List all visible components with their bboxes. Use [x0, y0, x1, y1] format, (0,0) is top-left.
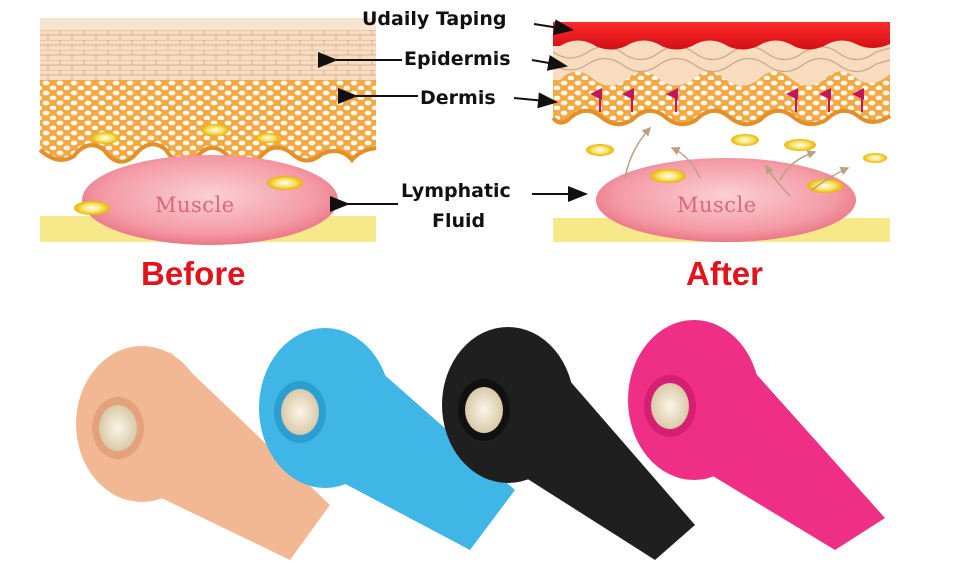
- skin-diagram: [38, 18, 892, 245]
- pointer-arrows: [318, 19, 588, 212]
- after-panel: [551, 18, 892, 242]
- before-dermis-layer: [40, 80, 376, 165]
- tape-rolls: [76, 320, 885, 560]
- label-fluid: Fluid: [432, 210, 486, 232]
- after-title: After: [686, 255, 764, 292]
- label-dermis: Dermis: [420, 87, 496, 109]
- after-epidermis-layer: [553, 38, 890, 86]
- tape-roll-pink: [628, 320, 885, 550]
- label-lymphatic: Lymphatic: [401, 180, 511, 202]
- label-epidermis: Epidermis: [404, 48, 511, 70]
- after-muscle-label: Muscle: [677, 193, 757, 217]
- tape-roll-black: [442, 327, 695, 560]
- label-udaily-taping: Udaily Taping: [362, 8, 507, 30]
- tape-roll-blue: [259, 328, 515, 550]
- tape-roll-beige: [76, 346, 330, 560]
- before-muscle-label: Muscle: [155, 193, 235, 217]
- after-tape-layer: [553, 22, 890, 50]
- before-title: Before: [141, 255, 246, 292]
